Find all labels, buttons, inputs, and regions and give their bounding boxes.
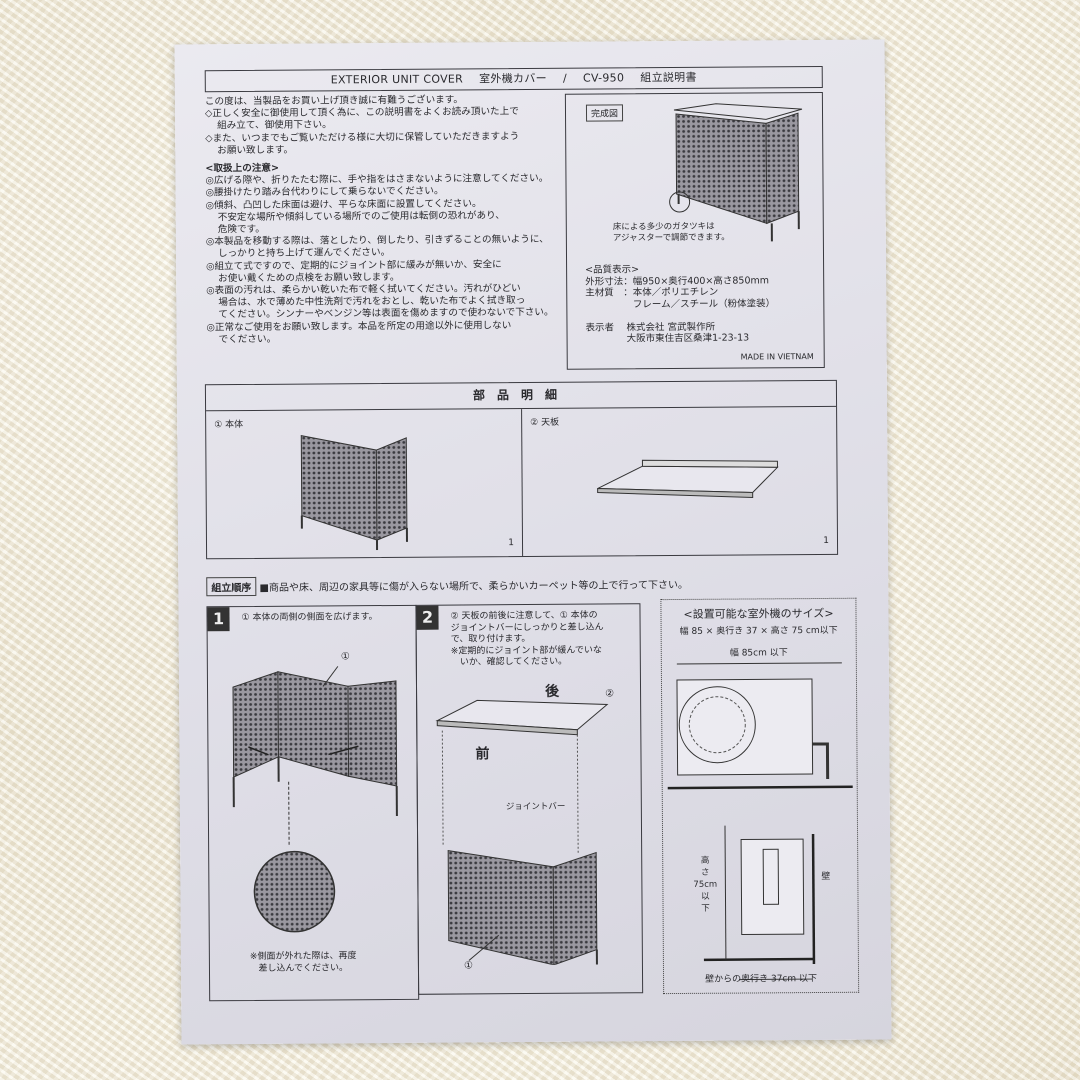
header-english: EXTERIOR UNIT COVER bbox=[330, 72, 464, 87]
back-label: 後 bbox=[544, 683, 560, 700]
assembly-label: 組立順序 bbox=[206, 576, 257, 597]
assembly-note: ■商品や床、周辺の家具等に傷が入らない場所で、柔らかいカーペット等の上で行って下… bbox=[259, 579, 689, 594]
adjuster-note: 床による多少のガタツキは アジャスターで調節できます。 bbox=[612, 221, 730, 244]
part-callout: ① bbox=[340, 651, 350, 663]
model-number: CV-950 bbox=[582, 71, 625, 85]
front-label: 前 bbox=[475, 746, 490, 763]
header-separator: / bbox=[562, 71, 567, 85]
quality-label: <品質表示> 外形寸法：幅950×奥行400×高さ850mm 主材質 ：本体／ポ… bbox=[585, 264, 776, 345]
part-main-body: ① 本体 1 bbox=[206, 409, 524, 559]
depth-limit: 壁からの奥行き 37cm 以下 bbox=[705, 974, 818, 985]
outdoor-unit-drawing bbox=[667, 662, 853, 981]
step-1-text: ① 本体の両側の側面を広げます。 bbox=[241, 612, 378, 624]
height-limit: 高 さ 75cm 以 下 bbox=[693, 855, 718, 914]
unit-size-box: <設置可能な室外機のサイズ> 幅 85 × 奥行き 37 × 高さ 75 cm以… bbox=[660, 597, 860, 995]
part-label: ② 天板 bbox=[530, 417, 560, 429]
made-in-label: MADE IN VIETNAM bbox=[740, 352, 814, 362]
assembly-header: 組立順序 ■商品や床、周辺の家具等に傷が入らない場所で、柔らかいカーペット等の上… bbox=[206, 574, 689, 597]
size-dimensions: 幅 85 × 奥行き 37 × 高さ 75 cm以下 bbox=[679, 625, 838, 637]
joint-bar-label: ジョイントバー bbox=[505, 801, 566, 813]
step-1-box: 1 ① 本体の両側の側面を広げます。 ① ※側面が外れた際は、再度 差し込んでく… bbox=[206, 604, 420, 1002]
part-top-board: ② 天板 1 bbox=[522, 407, 837, 556]
main-body-drawing bbox=[300, 435, 408, 552]
step-2-text: ② 天板の前後に注意して、① 本体の ジョイントバーにしっかりと差し込ん で、取… bbox=[450, 610, 604, 668]
step-2-box: 2 ② 天板の前後に注意して、① 本体の ジョイントバーにしっかりと差し込ん で… bbox=[415, 603, 644, 995]
completed-figure-box: 完成図 床による多少のガタツキは アジャスターで調節できます。 <品質表示> 外… bbox=[564, 91, 825, 370]
size-title: <設置可能な室外機のサイズ> bbox=[683, 606, 834, 621]
caution-line: でください。 bbox=[218, 333, 277, 346]
step-1-drawing bbox=[232, 666, 398, 933]
part-callout: ② bbox=[605, 688, 615, 700]
intro-line: ◇また、いつまでもご覧いただける様に大切に保管していただきますよう bbox=[205, 130, 520, 144]
document-header: EXTERIOR UNIT COVER 室外機カバー / CV-950 組立説明書 bbox=[204, 65, 823, 93]
top-board-drawing bbox=[597, 459, 779, 498]
width-limit: 幅 85cm 以下 bbox=[729, 648, 788, 659]
part-label: ① 本体 bbox=[214, 420, 244, 431]
intro-text: この度は、当製品をお買い上げ頂き誠に有難うございます。 ◇正しく安全に御使用して… bbox=[205, 94, 567, 347]
step-1-note: ※側面が外れた際は、再度 差し込んでください。 bbox=[249, 951, 357, 974]
cautions-list: ◎広げる際や、折りたたむ際に、手や指をはさまないように注意してください。◎腰掛け… bbox=[205, 173, 566, 346]
wall-label: 壁 bbox=[821, 871, 831, 882]
completed-figure-label: 完成図 bbox=[585, 104, 624, 122]
step-number: 1 bbox=[207, 607, 230, 632]
document-type: 組立説明書 bbox=[640, 70, 697, 85]
completed-cover-drawing bbox=[669, 103, 803, 242]
instruction-sheet: EXTERIOR UNIT COVER 室外機カバー / CV-950 組立説明書 この… bbox=[174, 39, 892, 1045]
parts-list: 部品明細 ① 本体 1 ② 天板 1 bbox=[204, 379, 839, 560]
step-number: 2 bbox=[416, 605, 439, 630]
header-japanese: 室外機カバー bbox=[479, 71, 547, 86]
part-callout: ① bbox=[463, 960, 473, 972]
step-2-drawing bbox=[435, 699, 609, 966]
caution-line: てください。シンナーやベンジン等は表面を傷めますので使わないで下さい。 bbox=[218, 307, 554, 321]
